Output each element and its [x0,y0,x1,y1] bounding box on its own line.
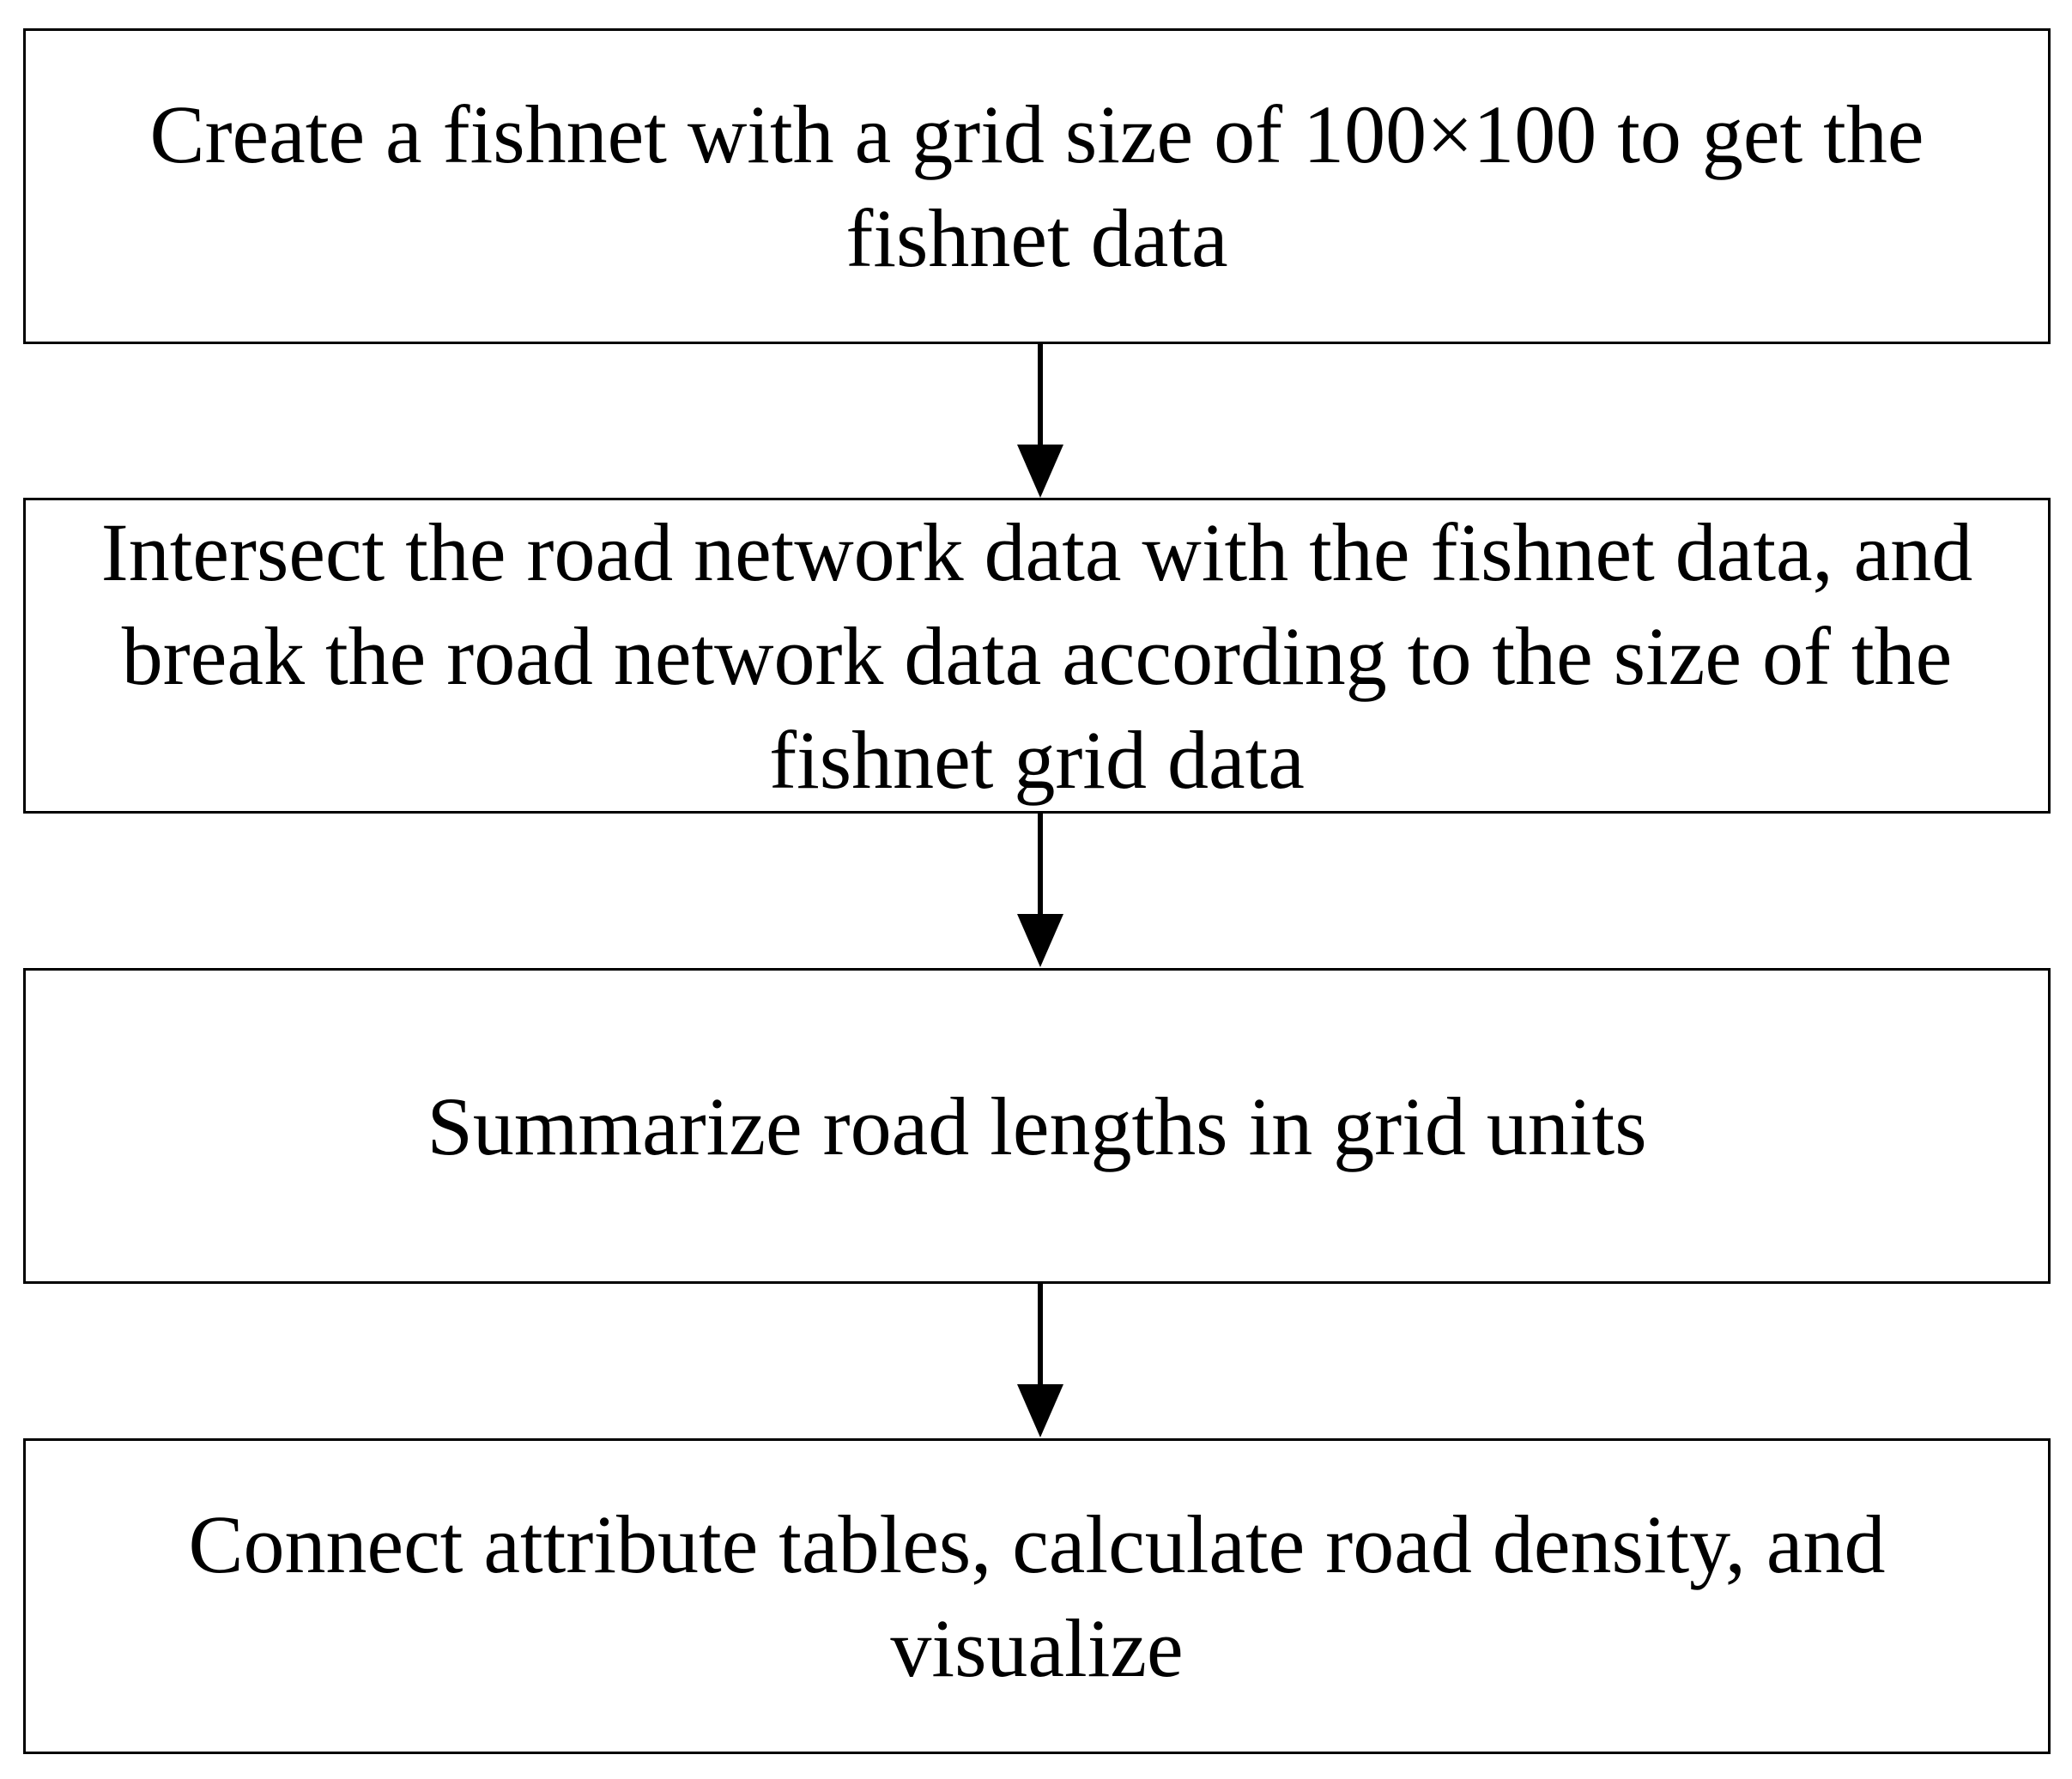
flow-arrow-2 [1017,814,1063,967]
flow-step-3-text: Summarize road lengths in grid units [427,1080,1647,1172]
flow-step-3-box: Summarize road lengths in grid units [23,968,2051,1284]
flow-arrow-1 [1017,344,1063,498]
flow-arrow-3 [1017,1284,1063,1437]
flow-step-4-box: Connect attribute tables, calculate road… [23,1438,2051,1754]
flow-step-2-text: Intersect the road network data with the… [100,505,1973,806]
flow-step-2-box: Intersect the road network data with the… [23,498,2051,814]
flow-step-1-box: Create a fishnet with a grid size of 100… [23,28,2051,344]
flow-step-4-text: Connect attribute tables, calculate road… [188,1498,1886,1694]
flow-step-1-text: Create a fishnet with a grid size of 100… [149,88,1924,284]
